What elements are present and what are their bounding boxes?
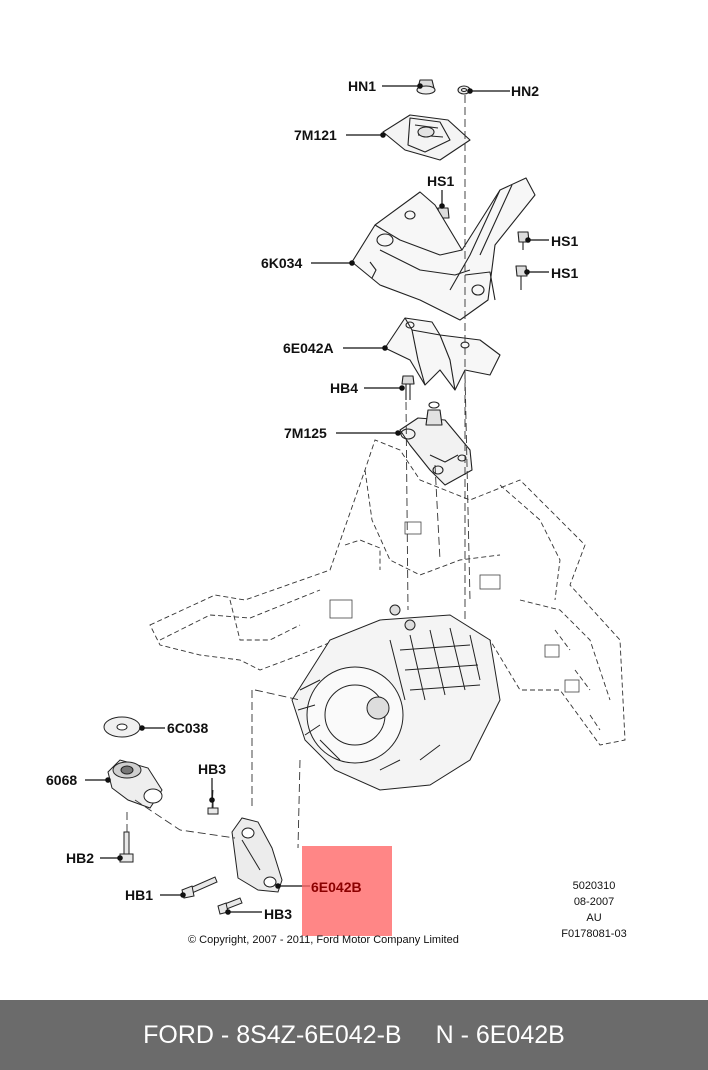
label-6068[interactable]: 6068 [46,772,78,788]
7m125-part [399,401,473,486]
6e042b-bracket [231,817,283,893]
label-hn1[interactable]: HN1 [348,78,377,94]
meta-line3: AU [586,912,602,924]
footer-reference: N - 6E042B [435,1020,565,1049]
6068-mount [107,759,163,809]
label-hb1[interactable]: HB1 [125,887,154,903]
label-6k034[interactable]: 6K034 [261,255,303,271]
label-7m125[interactable]: 7M125 [284,425,327,441]
6k034-part [351,177,536,321]
hb1-bolt [181,876,218,899]
label-6c038[interactable]: 6C038 [167,720,209,736]
label-hb3-top[interactable]: HB3 [198,761,227,777]
label-hs1-top[interactable]: HS1 [427,173,455,189]
label-hb2[interactable]: HB2 [66,850,95,866]
meta-line4: F0178081-03 [561,928,627,940]
6c038-washer [103,716,141,738]
exploded-parts-diagram [85,79,626,915]
label-hb3-bottom[interactable]: HB3 [264,906,293,922]
footer-part-number: FORD - 8S4Z-6E042-B [143,1020,402,1049]
hb4-bolt [401,375,415,400]
label-7m121[interactable]: 7M121 [294,127,337,143]
6e042a-part [384,317,501,391]
label-hs1-right-a[interactable]: HS1 [551,233,579,249]
copyright-text: © Copyright, 2007 - 2011, Ford Motor Com… [188,934,459,946]
meta-line1: 5020310 [572,880,616,892]
label-hn2[interactable]: HN2 [511,83,540,99]
highlight-box [302,846,392,936]
subframe-outline [149,439,626,746]
label-hb4[interactable]: HB4 [330,380,359,396]
footer-bar: FORD - 8S4Z-6E042-B N - 6E042B [0,1000,708,1070]
label-hs1-right-b[interactable]: HS1 [551,265,579,281]
label-6e042b[interactable]: 6E042B [311,879,362,895]
meta-line2: 08-2007 [573,896,615,908]
7m121-part [382,114,471,161]
label-6e042a[interactable]: 6E042A [283,340,334,356]
transmission [291,604,501,791]
